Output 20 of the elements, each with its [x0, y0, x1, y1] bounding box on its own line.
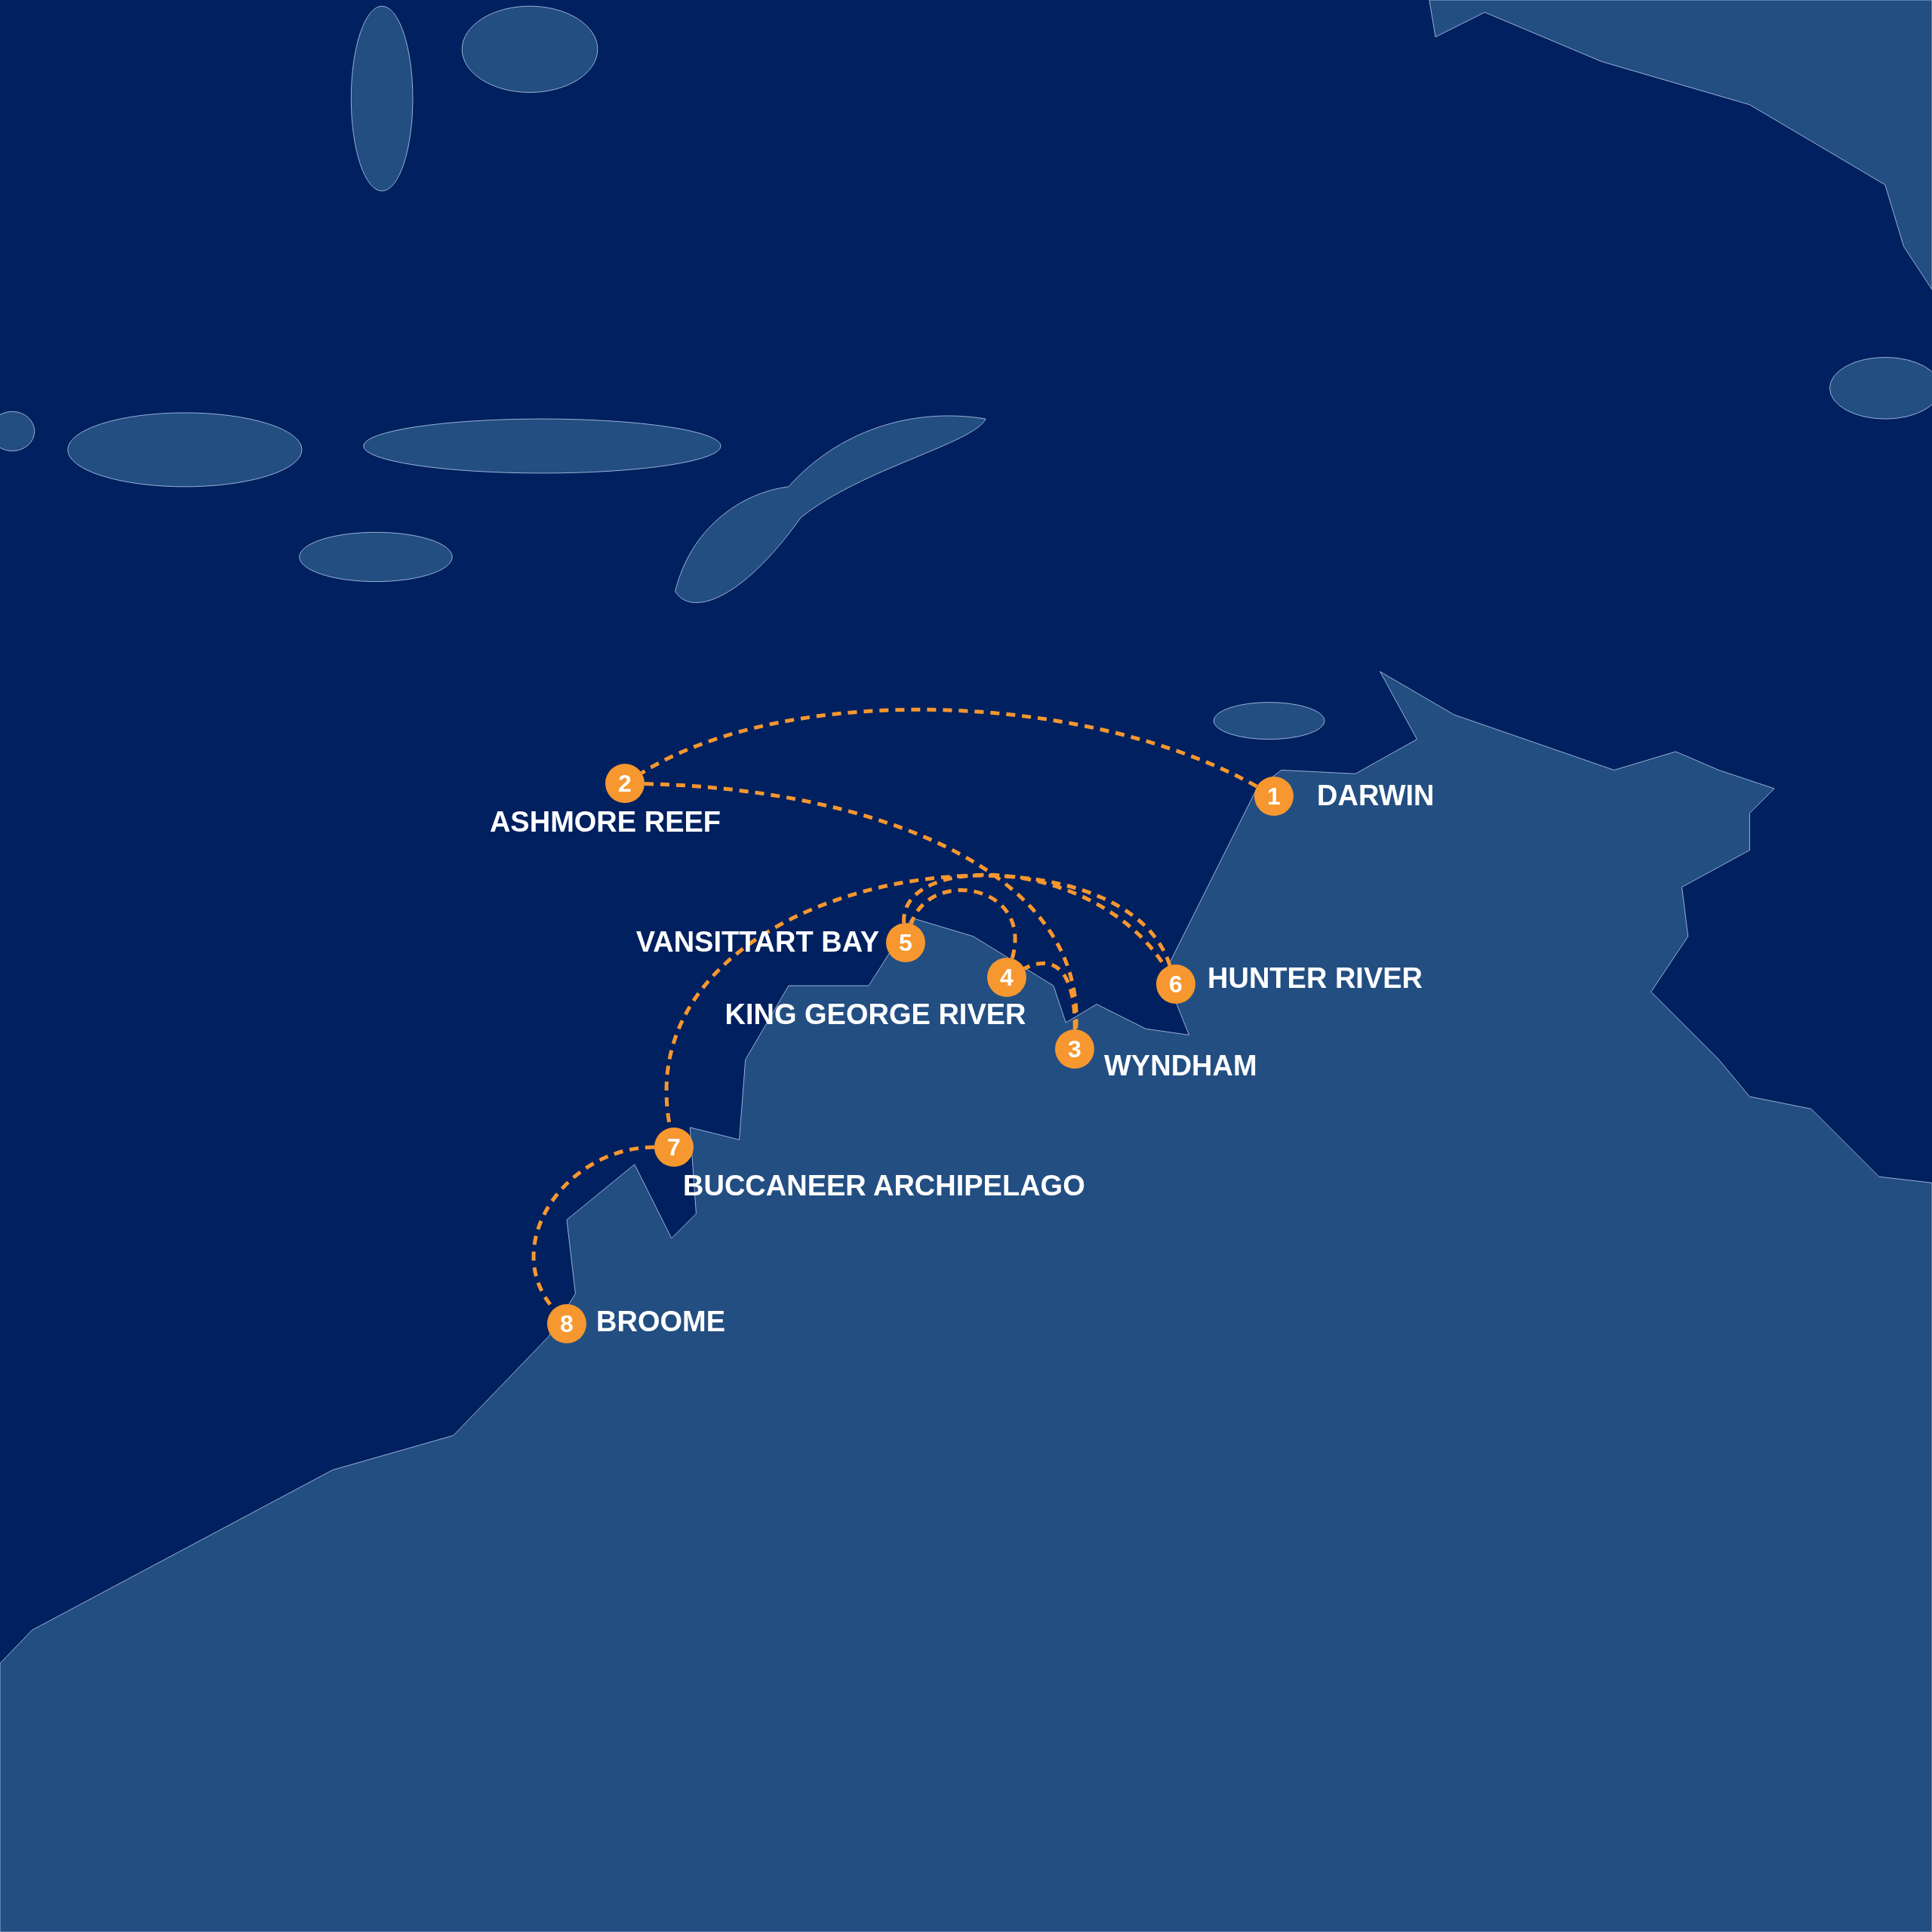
place-name: BUCCANEER ARCHIPELAGO — [683, 1171, 1085, 1202]
stop-number: 4 — [1000, 965, 1014, 989]
place-name: BROOME — [596, 1306, 725, 1338]
stop-number: 7 — [667, 1135, 681, 1159]
place-name: KING GEORGE RIVER — [724, 999, 1026, 1031]
stop-number: 5 — [899, 931, 912, 955]
place-name: ASHMORE REEF — [489, 807, 721, 838]
place-name: WYNDHAM — [1104, 1051, 1257, 1082]
route-line — [909, 888, 1017, 959]
route-line — [644, 782, 1078, 1030]
stop-number: 8 — [560, 1312, 574, 1336]
route-line — [1023, 961, 1077, 1030]
stop-number: 1 — [1267, 784, 1281, 808]
stop-number: 6 — [1169, 972, 1183, 996]
stop-number: 3 — [1068, 1037, 1081, 1061]
stop-number: 2 — [618, 771, 632, 795]
place-name: HUNTER RIVER — [1208, 963, 1423, 995]
place-name: VANSITTART BAY — [635, 927, 879, 958]
route-line — [640, 708, 1258, 789]
place-name: DARWIN — [1317, 780, 1435, 812]
